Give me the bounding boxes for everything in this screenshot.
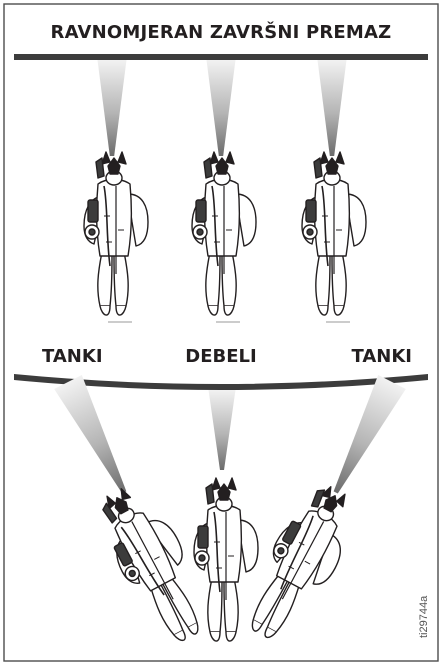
painter-top-left — [83, 151, 149, 316]
spray-fan-bottom-center — [208, 390, 236, 470]
spray-fan-top-left — [97, 60, 127, 156]
label-thin-right: TANKI — [351, 346, 412, 367]
spray-fan-top-right — [317, 60, 347, 156]
outer-frame — [3, 3, 439, 662]
label-thin-left: TANKI — [42, 346, 103, 367]
painter-top-right — [301, 151, 367, 316]
spray-fan-bottom-left — [54, 374, 139, 500]
spray-fan-bottom-right — [321, 374, 406, 500]
diagram-title: RAVNOMJERAN ZAVRŠNI PREMAZ — [50, 22, 392, 43]
painter-top-center — [191, 151, 257, 316]
top-surface-bar — [14, 54, 428, 60]
curved-surface-bar — [14, 374, 428, 390]
spray-fan-top-center — [206, 60, 236, 156]
label-thick-center: DEBELI — [185, 346, 257, 367]
painter-bottom-center — [193, 477, 259, 642]
part-number: ti29744a — [418, 595, 430, 638]
